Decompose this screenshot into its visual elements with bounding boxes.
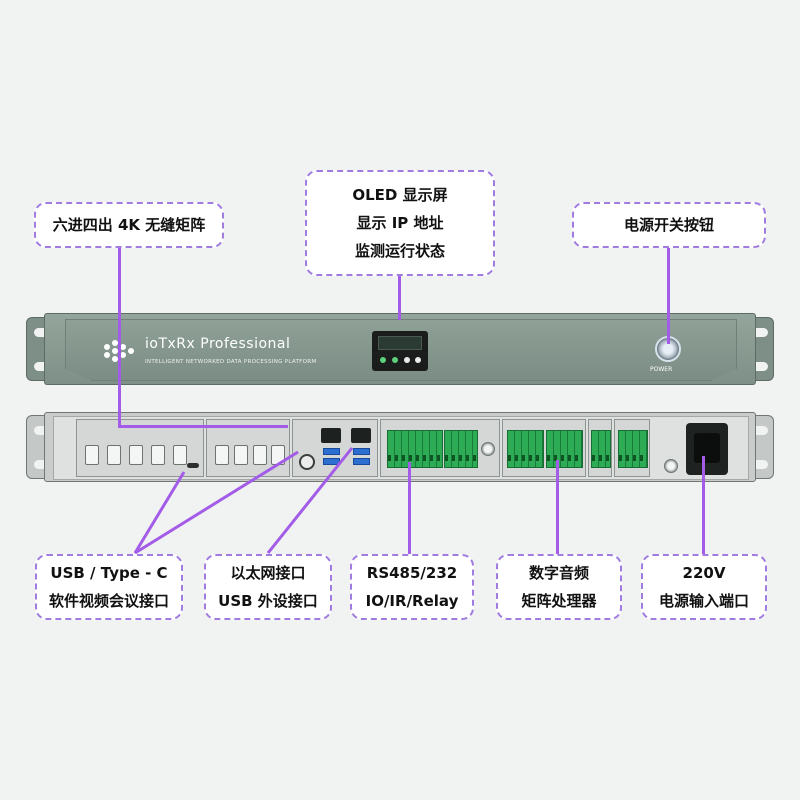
line-input-panel [588, 419, 612, 477]
brand-tagline: INTELLIGENT NETWORKED DATA PROCESSING PL… [145, 359, 317, 365]
oled-indicator-3 [404, 357, 410, 363]
callout-usb-line-1: USB / Type - C [50, 564, 168, 582]
serial-relay-panel [380, 419, 500, 477]
usb-c-port[interactable] [187, 463, 199, 468]
hdmi-output-3[interactable] [253, 445, 267, 465]
device-rear-panel [44, 412, 756, 482]
ground-screw [664, 459, 678, 473]
callout-oled-line-1: OLED 显示屏 [352, 186, 448, 204]
leader-usb-b [134, 450, 299, 555]
callout-oled-line-2: 显示 IP 地址 [356, 214, 444, 232]
hdmi-input-1[interactable] [85, 445, 99, 465]
callout-mains-line-2: 电源输入端口 [658, 592, 749, 610]
mic-input-panel [502, 419, 586, 477]
callout-ethernet-line-1: 以太网接口 [230, 564, 306, 582]
callout-serial-line-1: RS485/232 [366, 564, 458, 582]
mic-input-terminal-1[interactable] [507, 430, 544, 468]
brand-logo-icon [104, 340, 134, 362]
mains-power-inlet[interactable] [686, 423, 728, 475]
callout-usb-line-2: 软件视频会议接口 [48, 592, 169, 610]
rs485-terminal-block[interactable] [387, 430, 443, 468]
callout-mains: 220V 电源输入端口 [641, 554, 767, 620]
callout-ethernet-line-2: USB 外设接口 [218, 592, 318, 610]
callout-audio: 数字音频 矩阵处理器 [496, 554, 622, 620]
usb-a-port-1[interactable] [323, 448, 340, 455]
callout-serial-line-2: IO/IR/Relay [365, 592, 459, 610]
ethernet-port-1[interactable] [321, 428, 341, 443]
line-output-panel [614, 419, 650, 477]
callout-mains-line-1: 220V [682, 564, 726, 582]
hdmi-input-5[interactable] [173, 445, 187, 465]
mains-socket [694, 433, 720, 463]
leader-matrix-horizontal [118, 425, 288, 428]
leader-mains [702, 456, 705, 554]
hdmi-input-4[interactable] [151, 445, 165, 465]
relay-terminal-block[interactable] [444, 430, 478, 468]
callout-oled: OLED 显示屏 显示 IP 地址 监测运行状态 [305, 170, 495, 276]
leader-usb-a [266, 447, 354, 554]
callout-audio-line-2: 矩阵处理器 [521, 592, 597, 610]
leader-usb-c [133, 471, 186, 554]
callout-serial: RS485/232 IO/IR/Relay [350, 554, 474, 620]
oled-indicator-1 [380, 357, 386, 363]
callout-matrix: 六进四出 4K 无缝矩阵 [34, 202, 224, 248]
usb-a-port-4[interactable] [353, 458, 370, 465]
leader-audio [556, 460, 559, 554]
line-output-terminal[interactable] [618, 430, 648, 468]
leader-matrix-vertical [118, 248, 121, 428]
callout-power: 电源开关按钮 [572, 202, 766, 248]
leader-power [667, 248, 670, 344]
usb-b-port[interactable] [299, 454, 315, 470]
ir-port[interactable] [481, 442, 495, 456]
mic-input-terminal-2[interactable] [546, 430, 583, 468]
callout-oled-line-3: 监测运行状态 [354, 242, 445, 260]
device-front-panel: ioTxRx Professional INTELLIGENT NETWORKE… [44, 313, 756, 385]
brand-name: ioTxRx Professional [145, 336, 291, 352]
callout-matrix-line-1: 六进四出 4K 无缝矩阵 [52, 216, 206, 234]
hdmi-output-2[interactable] [234, 445, 248, 465]
rear-face [53, 416, 749, 480]
callout-usb: USB / Type - C 软件视频会议接口 [35, 554, 183, 620]
leader-serial [408, 462, 411, 554]
hdmi-input-panel [76, 419, 204, 477]
callout-audio-line-1: 数字音频 [528, 564, 589, 582]
oled-indicator-2 [392, 357, 398, 363]
usb-a-port-3[interactable] [353, 448, 370, 455]
hdmi-input-2[interactable] [107, 445, 121, 465]
oled-screen [378, 336, 422, 350]
oled-indicator-4 [415, 357, 421, 363]
oled-display [372, 331, 428, 371]
leader-oled [398, 276, 401, 320]
callout-ethernet: 以太网接口 USB 外设接口 [204, 554, 332, 620]
line-input-terminal[interactable] [591, 430, 611, 468]
power-label: POWER [650, 366, 673, 373]
ethernet-port-2[interactable] [351, 428, 371, 443]
hdmi-input-3[interactable] [129, 445, 143, 465]
callout-power-line-1: 电源开关按钮 [623, 216, 714, 234]
hdmi-output-1[interactable] [215, 445, 229, 465]
